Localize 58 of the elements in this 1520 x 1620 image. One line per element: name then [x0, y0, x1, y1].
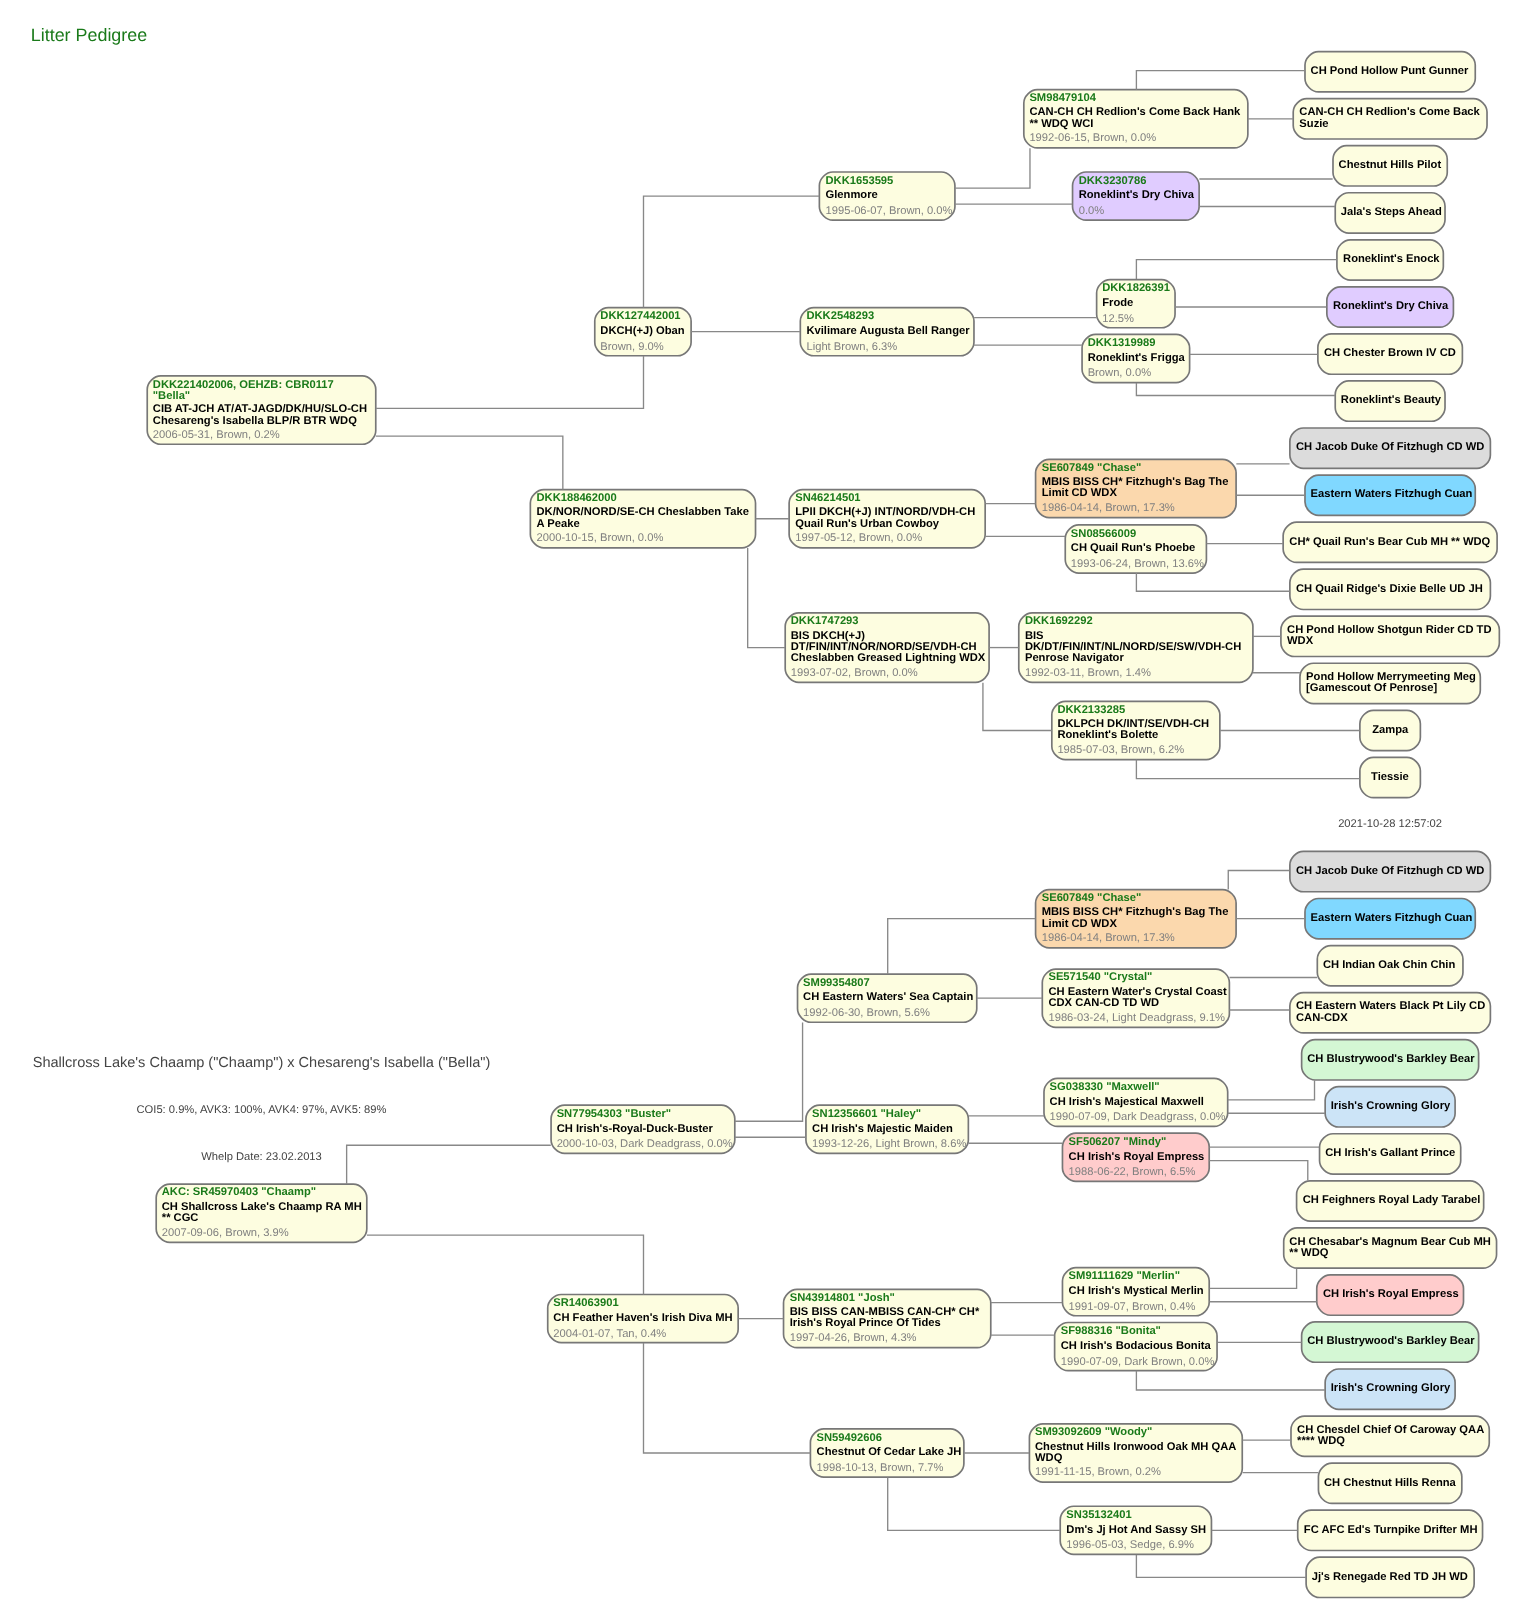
connector [1198, 178, 1334, 180]
connector [1235, 918, 1306, 920]
connector [973, 317, 1098, 319]
connector [954, 147, 1031, 189]
connector [967, 1115, 1045, 1117]
connector [973, 344, 1083, 346]
connector [990, 1334, 1055, 1336]
connector [982, 682, 1053, 732]
connector [1241, 1471, 1319, 1474]
connector [1227, 1112, 1326, 1114]
connector [345, 1144, 552, 1185]
connector [1135, 382, 1336, 397]
connector [375, 435, 564, 491]
connector [887, 1476, 1061, 1531]
connector [1208, 1146, 1321, 1148]
connector [984, 502, 1037, 505]
connector [963, 1452, 1030, 1454]
connector [1219, 729, 1361, 732]
connector [375, 355, 645, 410]
connector [690, 331, 801, 333]
connector [366, 1234, 645, 1296]
connector [1135, 572, 1291, 592]
connector [642, 195, 820, 309]
connector [747, 547, 786, 649]
connector [734, 1136, 807, 1138]
connector [755, 518, 790, 520]
connector [642, 1342, 812, 1454]
connector [1216, 1341, 1303, 1344]
connector [1135, 1370, 1326, 1391]
connector [1228, 976, 1318, 979]
connector [1198, 205, 1336, 208]
connector [1228, 1009, 1291, 1011]
connector [1252, 672, 1301, 674]
connector [990, 1301, 1063, 1304]
connector [1241, 1439, 1292, 1441]
connector [1206, 543, 1284, 545]
connector [1247, 118, 1294, 120]
connector [988, 646, 1020, 649]
connector [734, 1021, 804, 1122]
diagram-title: Litter Pedigree [30, 25, 148, 46]
connector [1208, 1159, 1309, 1181]
connector [1135, 758, 1361, 780]
connector [1208, 1301, 1318, 1303]
connector [887, 918, 1036, 975]
connector [967, 1142, 1063, 1144]
connector [1227, 1079, 1316, 1101]
connector [954, 203, 1073, 205]
connector [737, 1317, 784, 1320]
connector [1252, 635, 1282, 638]
connector [1235, 494, 1306, 496]
connector [1189, 353, 1319, 356]
connector [984, 535, 1066, 538]
connector [1174, 306, 1328, 308]
connector [1227, 869, 1291, 891]
connector [976, 997, 1043, 999]
connector [1208, 1267, 1298, 1289]
connector [1211, 1529, 1299, 1531]
connector [1235, 463, 1291, 465]
